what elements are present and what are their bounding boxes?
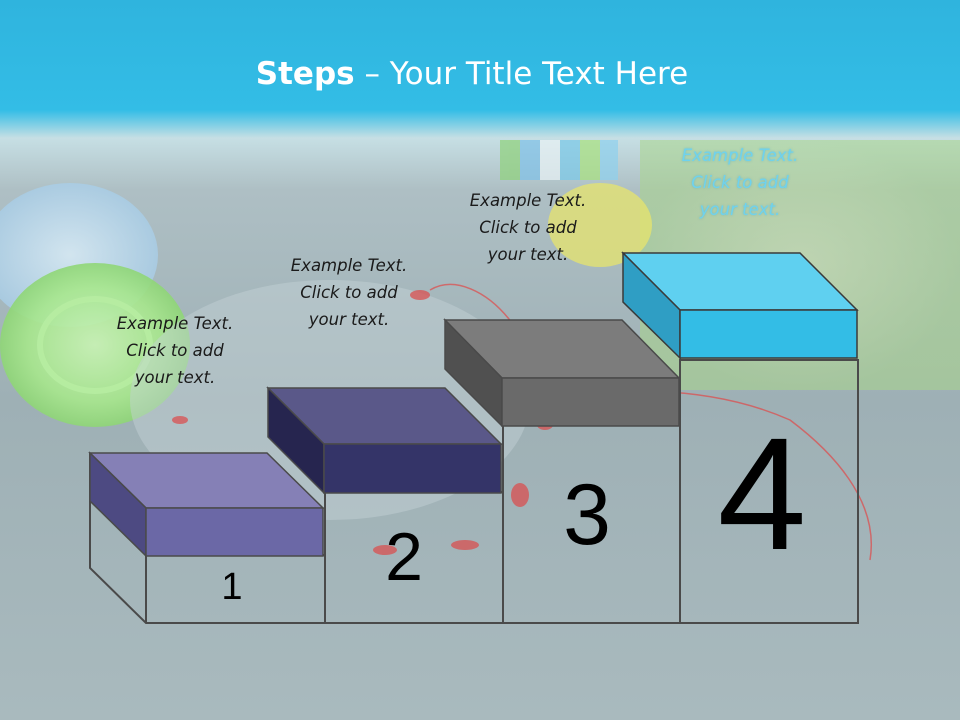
step-1-block[interactable]: [88, 451, 325, 558]
yellow-button-decor: [548, 183, 652, 267]
step-3-number: 3: [563, 467, 611, 563]
green-button-decor: [0, 263, 190, 427]
title-bold: Steps: [255, 56, 355, 92]
step-1-caption[interactable]: Example Text. Click to add your text.: [116, 314, 234, 387]
striped-spool-decor: [500, 140, 618, 180]
slide-title[interactable]: Steps – Your Title Text Here: [0, 56, 944, 92]
step-3-block[interactable]: [443, 318, 681, 428]
step-4-number: 4: [717, 404, 807, 583]
step-1-number: 1: [221, 566, 243, 608]
step-2-caption[interactable]: Example Text. Click to add your text.: [290, 256, 408, 329]
step-3-caption[interactable]: Example Text. Click to add your text.: [469, 191, 587, 264]
step-4-caption[interactable]: Example Text. Click to add your text.: [681, 146, 799, 219]
step-2-block[interactable]: [266, 386, 503, 495]
title-rest: – Your Title Text Here: [354, 56, 689, 92]
step-2-number: 2: [385, 519, 423, 595]
step-4-block[interactable]: [621, 251, 859, 360]
